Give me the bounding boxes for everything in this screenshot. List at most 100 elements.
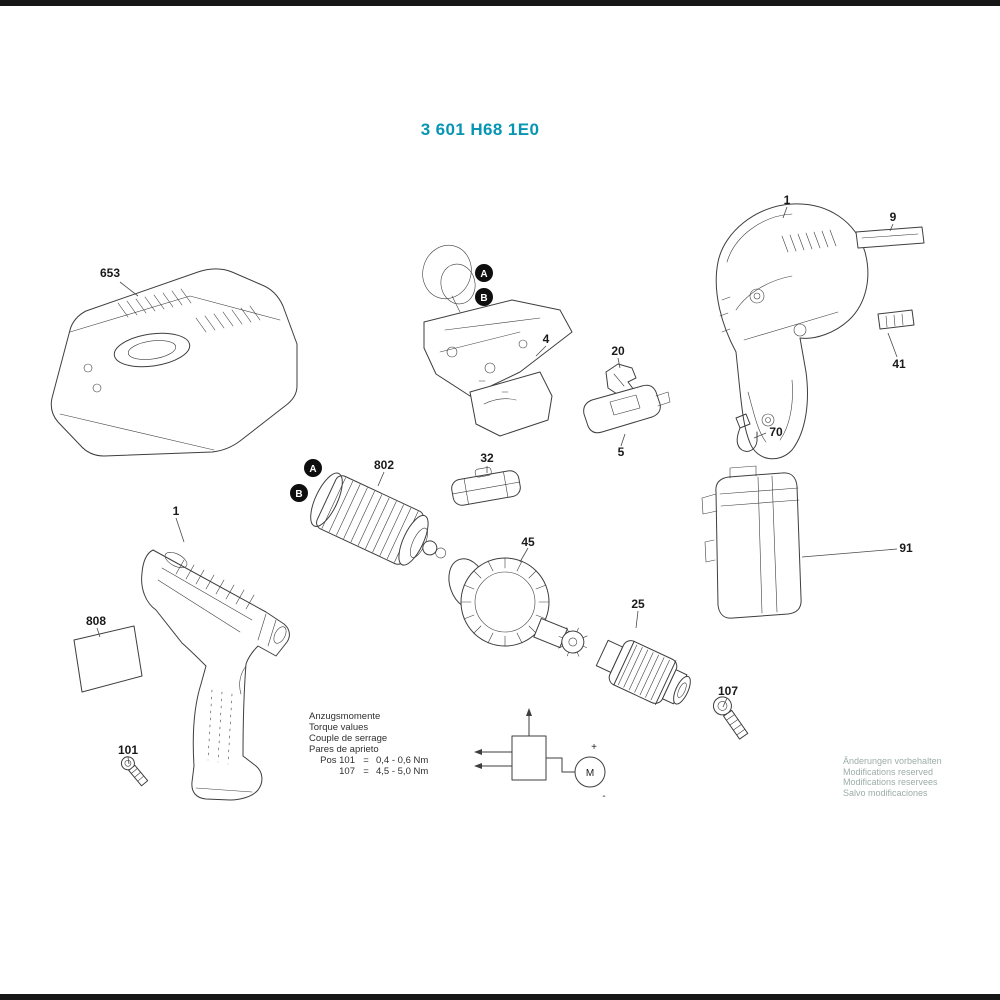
part-label-45: 45 <box>521 535 535 549</box>
part-info-label <box>855 226 925 249</box>
part-label-9: 9 <box>890 210 897 224</box>
drill-housing-vents <box>175 559 255 610</box>
schematic-motor-wire <box>545 757 576 773</box>
part-label-101: 101 <box>118 743 138 757</box>
leader-45 <box>519 547 529 563</box>
gear-housing-ticks <box>460 557 550 647</box>
info-label-outline <box>855 226 925 249</box>
housing-shell-edge-ticks <box>719 296 731 333</box>
charger-ridge <box>59 295 281 451</box>
part-label-1-right: 1 <box>784 193 791 207</box>
switch-trigger-curve <box>478 380 517 405</box>
callout-b-top <box>475 288 493 306</box>
part-label-91: 91 <box>899 541 913 555</box>
drill-housing-ridges <box>157 567 277 793</box>
torque-table: Anzugsmomente Torque values Couple de se… <box>309 711 428 777</box>
chuck-screw-shaft <box>723 709 749 740</box>
switch-screw-3 <box>518 339 528 349</box>
switch-plate-lines <box>439 295 541 353</box>
battery-outline <box>715 472 802 619</box>
part-label-4: 4 <box>543 332 550 346</box>
part-label-5: 5 <box>618 445 625 459</box>
leader-107 <box>722 697 728 708</box>
leader-4 <box>535 345 547 357</box>
torque-row-101-pos: Pos 101 <box>320 755 355 766</box>
charger-socket-inner <box>127 340 177 360</box>
slide-switch-button <box>609 391 671 416</box>
schematic-minus-label: - <box>602 791 605 802</box>
leader-25 <box>635 610 639 629</box>
part-label-107: 107 <box>718 684 738 698</box>
gear-housing-inner <box>474 571 536 633</box>
contact-plate-tab <box>474 467 492 478</box>
torque-row-107-value: 4,5 - 5,0 Nm <box>376 766 429 777</box>
leader-1-right <box>782 206 788 219</box>
switch-screw-1 <box>446 346 458 358</box>
motor-pinion <box>435 547 446 559</box>
switch-wire-loop-1 <box>422 244 472 300</box>
part-label-653: 653 <box>100 266 120 280</box>
schematic-motor-label: M <box>586 768 594 779</box>
belt-hook-mount <box>735 413 751 429</box>
callout-b-motor-label: B <box>295 489 302 500</box>
schematic-plus-label: + <box>591 742 597 753</box>
chuck-jaw-hole <box>677 682 687 698</box>
leader-41 <box>887 332 898 358</box>
part-housing-screw <box>120 756 149 787</box>
housing-shell-ribs <box>726 213 839 443</box>
callout-a-motor-label: A <box>309 464 316 475</box>
torque-row-107: 107=4,5 - 5,0 Nm <box>309 766 428 777</box>
switch-trigger-block <box>469 371 553 437</box>
drill-housing-outline <box>141 549 290 801</box>
part-motor <box>310 472 446 566</box>
leader-653 <box>119 281 139 297</box>
switch-wire-loop-2 <box>440 263 476 305</box>
torque-row-107-eq: = <box>363 766 369 777</box>
part-drill-housing <box>141 549 290 801</box>
torque-row-101: Pos 101=0,4 - 0,6 Nm <box>309 755 428 766</box>
slide-switch-outline <box>583 384 661 434</box>
part-warning-label <box>73 625 143 693</box>
charger-socket-outer <box>113 332 191 368</box>
chuck-bands <box>613 640 677 705</box>
torque-heading-es: Pares de aprieto <box>309 744 379 755</box>
leader-9 <box>889 223 894 232</box>
housing-screw-socket <box>124 760 132 767</box>
switch-plate <box>423 299 573 397</box>
leader-5 <box>620 433 626 447</box>
callout-b-motor <box>290 484 308 502</box>
contact-plate-lines <box>452 471 520 505</box>
torque-row-101-eq: = <box>363 755 369 766</box>
leader-808 <box>96 627 101 638</box>
charger-vents-left <box>117 288 192 318</box>
info-label-line <box>861 233 919 239</box>
leader-70 <box>753 432 767 439</box>
part-label-41: 41 <box>892 357 906 371</box>
part-label-25: 25 <box>631 597 645 611</box>
switch-screw-2 <box>484 362 496 374</box>
gear-output-bore <box>568 637 578 647</box>
part-label-32: 32 <box>480 451 494 465</box>
schematic-controller-block <box>511 735 547 781</box>
spring-clip-outline <box>605 363 637 397</box>
bottom-border <box>0 994 1000 1000</box>
page-title: 3 601 H68 1E0 <box>420 120 540 139</box>
drill-grip-texture <box>207 689 233 765</box>
motor-hatch <box>321 477 419 563</box>
leader-1-left <box>175 517 185 543</box>
type-plate-marks <box>885 313 904 328</box>
notice-en: Modifications reserved <box>843 766 934 777</box>
housing-shell-vents <box>781 229 837 253</box>
belt-hook-curve <box>736 427 758 452</box>
type-plate-outline <box>877 309 915 330</box>
notice-fr: Modifications reservees <box>843 777 938 787</box>
part-label-1-left: 1 <box>173 504 180 518</box>
battery-details <box>701 475 800 614</box>
drill-selector-knob <box>164 551 188 569</box>
warning-label-outline <box>73 625 143 693</box>
leader-802 <box>377 471 385 487</box>
part-switch-assembly <box>422 244 573 437</box>
schematic-top-arrow <box>526 708 532 716</box>
